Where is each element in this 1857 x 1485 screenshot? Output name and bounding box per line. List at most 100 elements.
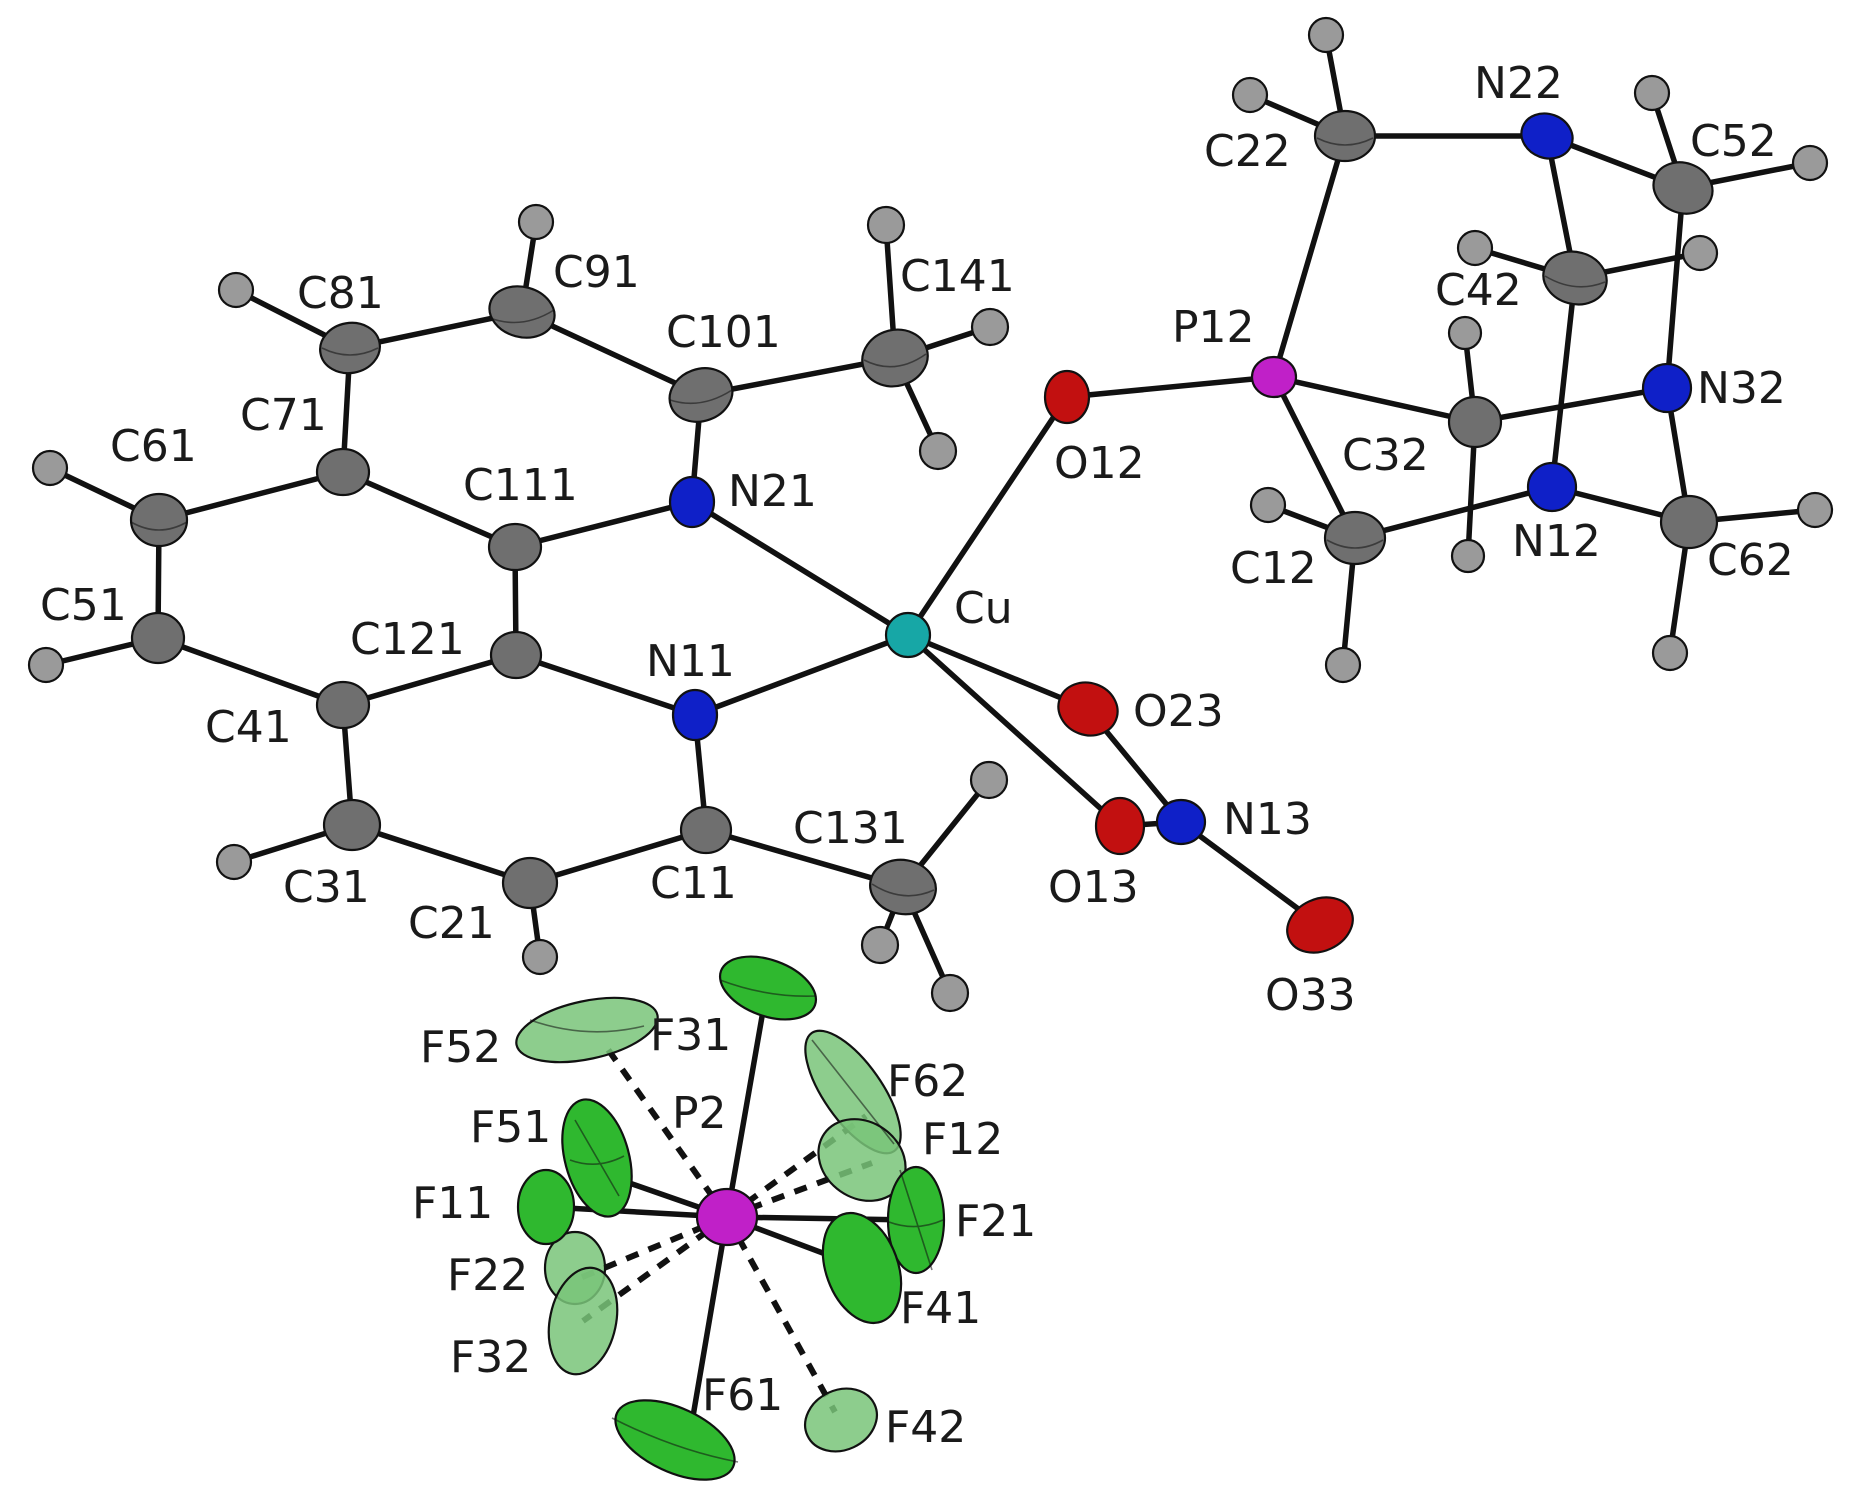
hydrogen-atom xyxy=(1681,234,1719,272)
bond-c121-n11 xyxy=(513,652,698,718)
ellipsoid-axis xyxy=(863,353,927,368)
atom-f61 xyxy=(614,1399,736,1481)
hydrogen-atoms xyxy=(27,16,1834,1013)
label-c91: C91 xyxy=(553,247,640,298)
label-o33: O33 xyxy=(1265,970,1356,1021)
bond-p2-f31 xyxy=(724,985,770,1220)
hydrogen-atom xyxy=(1456,229,1494,267)
label-n22: N22 xyxy=(1474,58,1563,109)
label-f31: F31 xyxy=(650,1010,731,1061)
atom-c31 xyxy=(322,798,382,852)
label-c32: C32 xyxy=(1342,430,1429,481)
atom-c131 xyxy=(869,858,937,916)
atom-c22 xyxy=(1313,109,1377,163)
label-o13: O13 xyxy=(1048,862,1139,913)
hydrogen-atom xyxy=(970,307,1010,347)
hydrogen-atom xyxy=(1796,491,1834,529)
label-c121: C121 xyxy=(350,614,465,665)
label-n21: N21 xyxy=(728,466,817,517)
atom-labels: Cu N21 N11 O12 O23 N13 O13 O33 P12 C22 N… xyxy=(40,58,1794,1453)
label-f52: F52 xyxy=(420,1022,501,1073)
atom-c71 xyxy=(315,447,371,497)
ellipsoid-axis xyxy=(611,1417,739,1463)
ellipsoid-axis xyxy=(1326,539,1384,549)
ellipsoid-axis xyxy=(1544,275,1606,288)
hydrogen-atom xyxy=(27,646,65,684)
ellipsoid-axis xyxy=(871,883,935,897)
ellipsoid-axis xyxy=(569,1119,625,1197)
atom-c81 xyxy=(319,321,381,375)
atom-f52 xyxy=(515,996,659,1064)
label-c41: C41 xyxy=(205,702,292,753)
label-o12: O12 xyxy=(1054,438,1145,489)
atom-o12 xyxy=(1043,369,1091,425)
atom-p2 xyxy=(695,1187,759,1247)
hydrogen-atom xyxy=(1231,76,1269,114)
atom-c91 xyxy=(488,285,556,339)
label-cu: Cu xyxy=(954,583,1013,634)
label-f12: F12 xyxy=(922,1114,1003,1165)
label-o23: O23 xyxy=(1133,686,1224,737)
hydrogen-atom xyxy=(866,205,906,245)
bond-p2-f21 xyxy=(724,1214,919,1223)
atom-c101 xyxy=(668,367,734,423)
hydrogen-atom xyxy=(1651,634,1689,672)
bond-n21-c111 xyxy=(512,499,695,550)
hydrogen-atom xyxy=(1324,646,1362,684)
label-n13: N13 xyxy=(1223,794,1312,845)
atom-n13 xyxy=(1155,798,1207,846)
bond-c32-n32 xyxy=(1472,385,1670,425)
ellipsoid-axis xyxy=(321,347,379,356)
bond-p2-f61 xyxy=(687,1214,730,1437)
hydrogen-atom xyxy=(215,843,253,881)
heteroatoms xyxy=(668,112,1693,954)
atom-c42 xyxy=(1542,250,1608,306)
atom-c121 xyxy=(489,630,543,680)
atom-o33 xyxy=(1286,896,1354,954)
hydrogen-atom xyxy=(517,203,555,241)
hydrogen-atom xyxy=(217,271,255,309)
label-c21: C21 xyxy=(408,898,495,949)
label-c31: C31 xyxy=(283,862,370,913)
label-c71: C71 xyxy=(240,390,327,441)
bond-c21-c31 xyxy=(349,822,533,886)
ellipsoid-axis xyxy=(888,1169,944,1271)
hydrogen-atom xyxy=(860,925,900,965)
atom-c141 xyxy=(861,328,929,388)
bond-c51-c41 xyxy=(155,635,346,708)
bond-cu-o12 xyxy=(905,394,1070,638)
atom-f31 xyxy=(718,955,818,1021)
bond-cu-n11 xyxy=(692,632,911,718)
atom-o13 xyxy=(1094,796,1146,856)
label-c62: C62 xyxy=(1707,535,1794,586)
atom-c12 xyxy=(1323,510,1387,566)
bond-cu-o23 xyxy=(905,632,1091,712)
bond-p12-c12 xyxy=(1271,374,1358,541)
label-c111: C111 xyxy=(463,460,578,511)
label-f61: F61 xyxy=(702,1370,783,1421)
ellipsoid-axis xyxy=(811,1039,895,1145)
label-c12: C12 xyxy=(1230,543,1317,594)
atom-f11 xyxy=(516,1168,576,1246)
ellipsoid-axis xyxy=(130,521,188,531)
label-c22: C22 xyxy=(1204,126,1291,177)
label-n32: N32 xyxy=(1697,363,1786,414)
ellipsoid-axes xyxy=(130,137,1606,1463)
bond-n13-o33 xyxy=(1178,819,1323,928)
label-n11: N11 xyxy=(646,636,735,687)
hydrogen-atom xyxy=(1633,74,1671,112)
label-f32: F32 xyxy=(450,1332,531,1383)
ellipsoid-axis xyxy=(529,1019,645,1033)
atom-o23 xyxy=(1057,681,1119,737)
hydrogen-atom xyxy=(31,449,69,487)
label-c141: C141 xyxy=(900,251,1015,302)
atom-cu xyxy=(884,611,932,659)
bond-o12-p12 xyxy=(1064,374,1277,400)
bond-cu-o13 xyxy=(905,632,1123,829)
label-c131: C131 xyxy=(793,803,908,854)
atom-c11 xyxy=(679,805,733,855)
atom-n11 xyxy=(671,688,719,742)
atom-c51 xyxy=(130,611,186,665)
label-f21: F21 xyxy=(955,1196,1036,1247)
